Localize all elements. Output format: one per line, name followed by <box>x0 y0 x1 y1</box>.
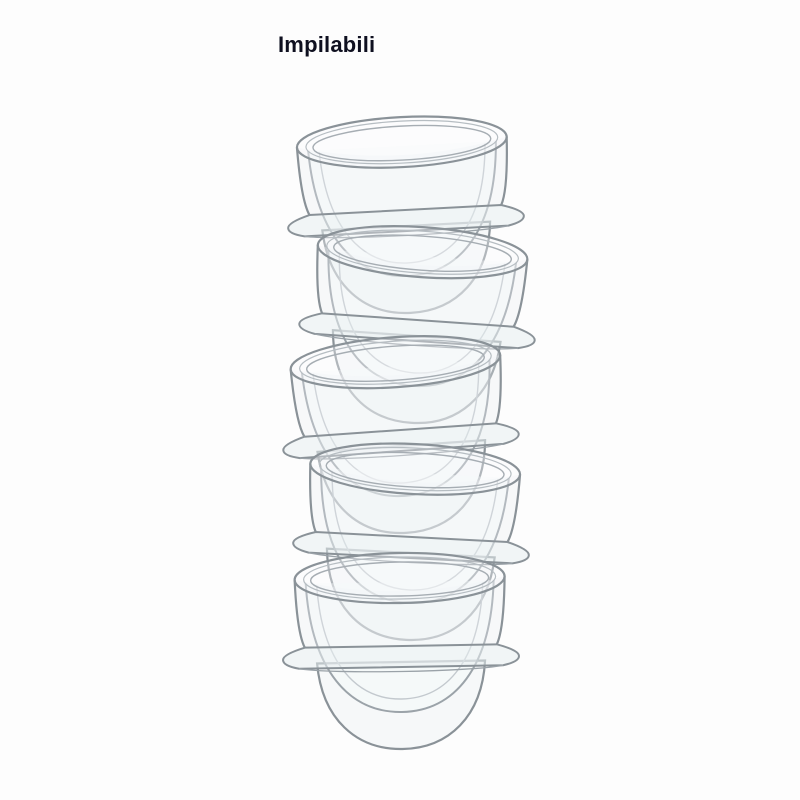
glass-bowl <box>280 549 522 753</box>
bowl-stack <box>274 109 544 753</box>
page-title: Impilabili <box>278 32 376 57</box>
